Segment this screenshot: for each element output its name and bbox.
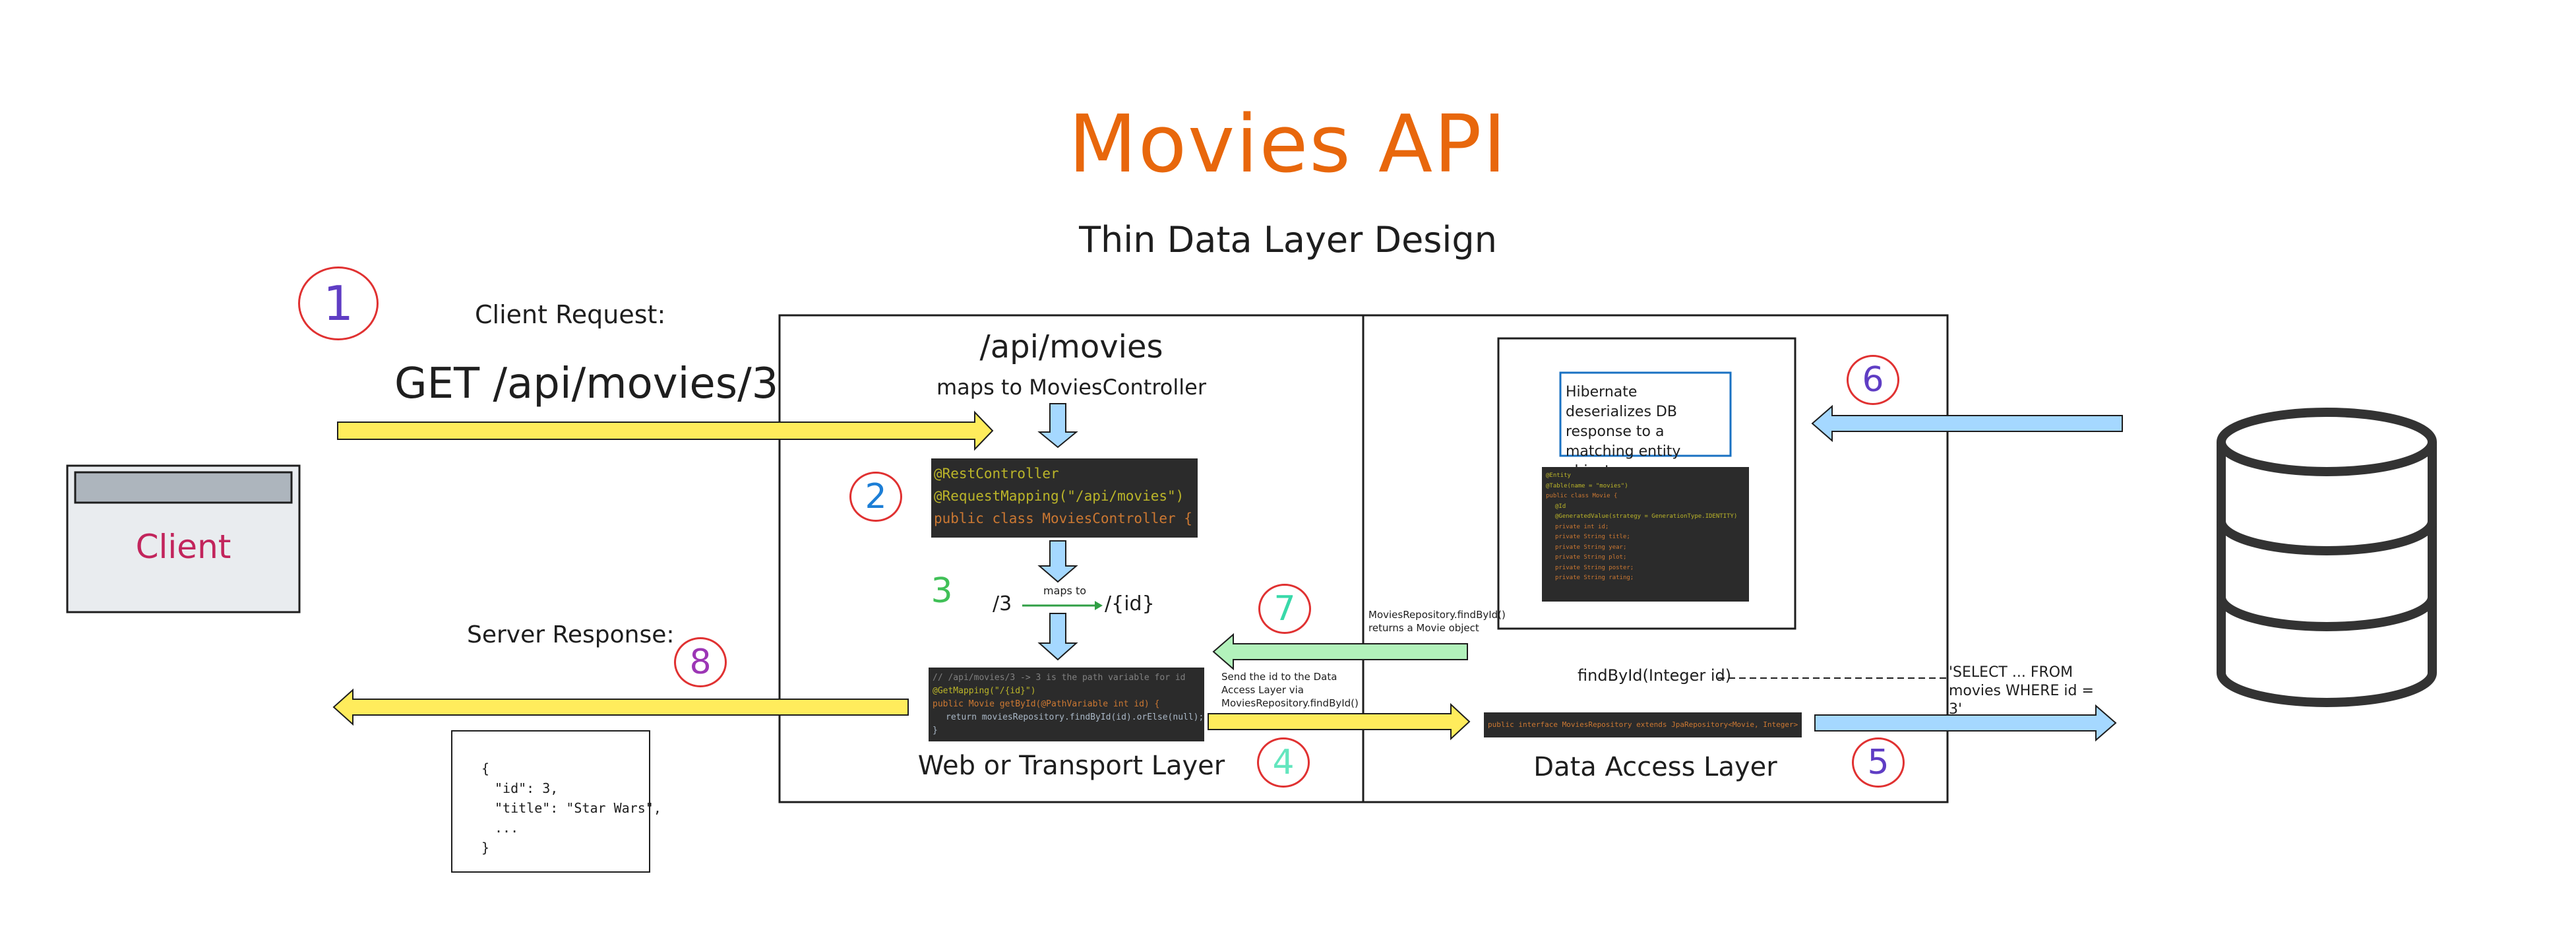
path-left: /3 bbox=[993, 592, 1012, 615]
step-3: 3 bbox=[915, 566, 968, 616]
send-note: Send the id to the Data Access Layer via… bbox=[1221, 671, 1359, 709]
controller-code: @RestController @RequestMapping("/api/mo… bbox=[931, 458, 1198, 538]
code-line: private String plot; bbox=[1555, 554, 1627, 561]
code-line: private String rating; bbox=[1555, 575, 1634, 581]
code-line: } bbox=[933, 726, 938, 735]
return-note: MoviesRepository.findById() returns a Mo… bbox=[1368, 609, 1506, 634]
diagram-subtitle: Thin Data Layer Design bbox=[1079, 219, 1497, 261]
hibernate-note-box bbox=[1559, 371, 1732, 457]
client-request-line: GET /api/movies/3 bbox=[394, 359, 779, 408]
return-movie-arrow bbox=[1212, 633, 1468, 671]
controller-down-arrow bbox=[1037, 540, 1078, 583]
code-line: private String poster; bbox=[1555, 564, 1634, 571]
code-line: @RestController bbox=[934, 466, 1059, 482]
path-down-arrow bbox=[1037, 613, 1078, 661]
response-arrow bbox=[332, 688, 909, 726]
code-line: private int id; bbox=[1555, 523, 1609, 530]
sql-note: 'SELECT ... FROM movies WHERE id = 3' bbox=[1949, 664, 2094, 718]
route-label: /api/movies bbox=[979, 328, 1163, 365]
code-line: @Id bbox=[1555, 503, 1566, 510]
sql-query-arrow bbox=[1814, 704, 2117, 742]
code-line: @Table(name = "movies") bbox=[1546, 482, 1628, 489]
code-line: @GeneratedValue(strategy = GenerationTyp… bbox=[1555, 513, 1738, 520]
find-call: findById(Integer id) bbox=[1578, 666, 1732, 685]
server-response-label: Server Response: bbox=[467, 621, 675, 648]
json-line: } bbox=[481, 840, 490, 856]
request-arrow bbox=[337, 410, 994, 451]
step-8: 8 bbox=[674, 637, 727, 687]
step-7: 7 bbox=[1258, 584, 1311, 634]
route-note: maps to MoviesController bbox=[936, 375, 1206, 400]
path-maps: maps to bbox=[1043, 584, 1087, 597]
path-right: /{id} bbox=[1105, 592, 1155, 615]
code-line: @RequestMapping("/api/movies") bbox=[934, 488, 1184, 504]
step-4: 4 bbox=[1257, 737, 1310, 788]
code-line: private String year; bbox=[1555, 544, 1627, 551]
step-6: 6 bbox=[1847, 355, 1899, 405]
code-line: public Movie getById(@PathVariable int i… bbox=[933, 699, 1160, 709]
code-line: @Entity bbox=[1546, 472, 1571, 479]
step-2: 2 bbox=[849, 472, 902, 522]
code-line: private String title; bbox=[1555, 534, 1630, 540]
window-icon bbox=[66, 464, 301, 613]
step-5: 5 bbox=[1852, 737, 1905, 788]
hibernate-note: Hibernate deserializes DB response to a … bbox=[1566, 384, 1681, 480]
json-line: ... bbox=[495, 820, 519, 836]
response-json: { "id": 3, "title": "Star Wars", ... } bbox=[481, 759, 661, 858]
db-response-arrow bbox=[1811, 404, 2123, 443]
hibernate-frame bbox=[1497, 337, 1796, 630]
response-json-box bbox=[451, 730, 650, 873]
step-1: 1 bbox=[298, 266, 379, 340]
code-line: @GetMapping("/{id}") bbox=[933, 686, 1036, 696]
code-line: public interface MoviesRepository extend… bbox=[1488, 720, 1802, 729]
entity-code: @Entity @Table(name = "movies") public c… bbox=[1542, 467, 1749, 602]
web-layer-label: Web or Transport Layer bbox=[917, 751, 1225, 781]
code-line: public class Movie { bbox=[1546, 493, 1618, 499]
code-line: public class MoviesController { bbox=[934, 511, 1192, 526]
json-line: "title": "Star Wars", bbox=[495, 800, 661, 816]
repo-code: public interface MoviesRepository extend… bbox=[1484, 712, 1802, 737]
code-line: return moviesRepository.findById(id).orE… bbox=[946, 712, 1204, 722]
diagram-title: Movies API bbox=[1068, 99, 1508, 191]
client-request-label: Client Request: bbox=[475, 300, 666, 329]
method-code: // /api/movies/3 -> 3 is the path variab… bbox=[929, 668, 1204, 741]
route-down-arrow bbox=[1037, 403, 1078, 449]
json-line: "id": 3, bbox=[495, 780, 559, 796]
json-line: { bbox=[481, 761, 490, 776]
send-id-arrow bbox=[1208, 702, 1471, 741]
database-icon bbox=[2217, 408, 2437, 707]
data-layer-label: Data Access Layer bbox=[1533, 752, 1777, 782]
data-layer-box bbox=[1362, 314, 1949, 803]
code-line: // /api/movies/3 -> 3 is the path variab… bbox=[933, 673, 1186, 683]
client-box-label: Client bbox=[135, 528, 231, 566]
